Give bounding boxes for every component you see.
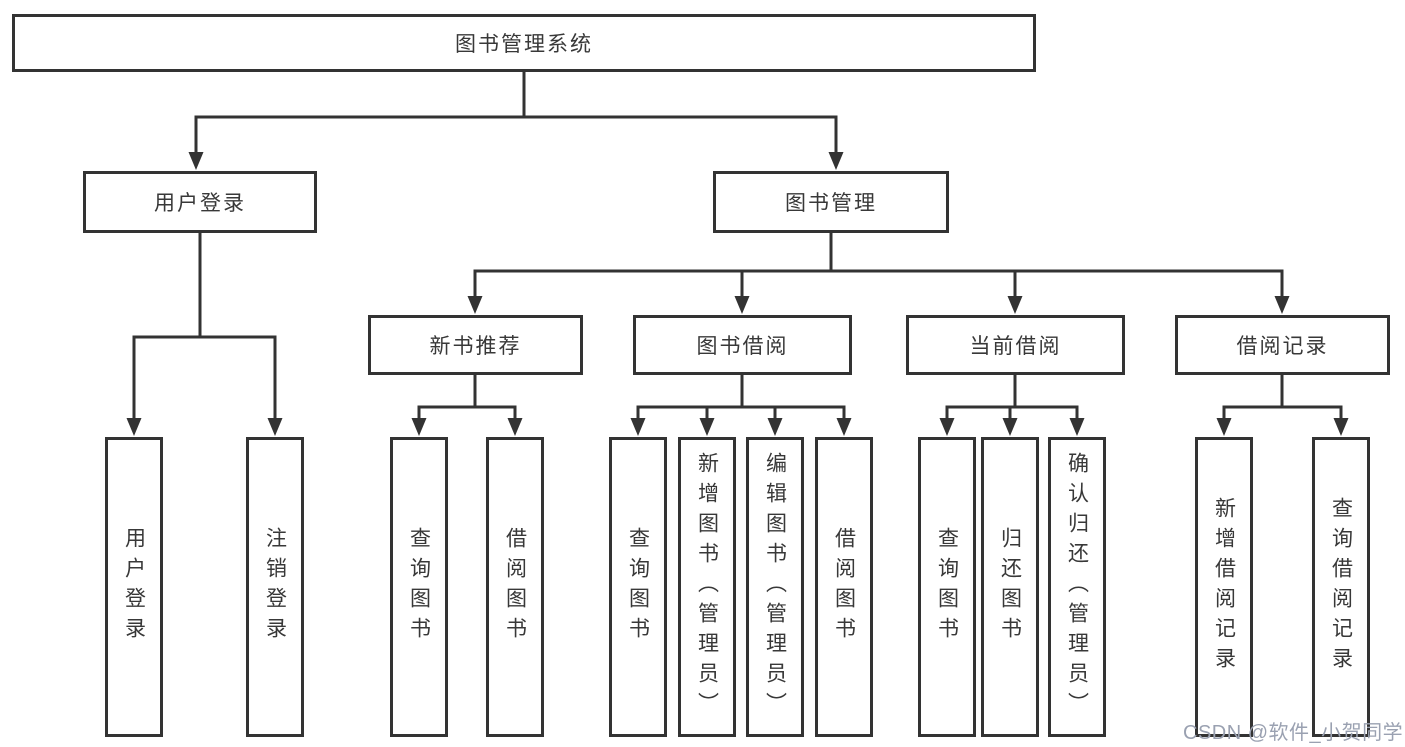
node-borrowing-records: 借阅记录 <box>1175 315 1390 375</box>
leaf-borrow-books-borrowing-label: 借阅图书 <box>832 527 856 647</box>
leaf-query-books-borrowing-label: 查询图书 <box>626 527 650 647</box>
leaf-add-borrow-record-label: 新增借阅记录 <box>1212 497 1236 677</box>
leaf-query-borrow-record: 查询借阅记录 <box>1312 437 1370 737</box>
leaf-query-books-current-label: 查询图书 <box>935 527 959 647</box>
leaf-edit-books-admin-label: 编辑图书（管理员） <box>763 452 787 722</box>
leaf-borrow-books-recommend: 借阅图书 <box>486 437 544 737</box>
leaf-add-books-admin-label: 新增图书（管理员） <box>695 452 719 722</box>
leaf-confirm-return-admin-label: 确认归还（管理员） <box>1065 452 1089 722</box>
node-user-login: 用户登录 <box>83 171 317 233</box>
leaf-query-books-recommend: 查询图书 <box>390 437 448 737</box>
leaf-query-books-borrowing: 查询图书 <box>609 437 667 737</box>
node-new-book-recommend: 新书推荐 <box>368 315 583 375</box>
leaf-user-login: 用户登录 <box>105 437 163 737</box>
node-root: 图书管理系统 <box>12 14 1036 72</box>
leaf-confirm-return-admin: 确认归还（管理员） <box>1048 437 1106 737</box>
leaf-borrow-books-borrowing: 借阅图书 <box>815 437 873 737</box>
node-book-borrowing: 图书借阅 <box>633 315 852 375</box>
leaf-return-books: 归还图书 <box>981 437 1039 737</box>
leaf-add-books-admin: 新增图书（管理员） <box>678 437 736 737</box>
leaf-return-books-label: 归还图书 <box>998 527 1022 647</box>
leaf-logout-login-label: 注销登录 <box>263 527 287 647</box>
leaf-query-books-recommend-label: 查询图书 <box>407 527 431 647</box>
leaf-add-borrow-record: 新增借阅记录 <box>1195 437 1253 737</box>
arrowheads <box>126 152 1349 436</box>
leaf-logout-login: 注销登录 <box>246 437 304 737</box>
leaf-user-login-label: 用户登录 <box>122 527 146 647</box>
leaf-query-books-current: 查询图书 <box>918 437 976 737</box>
leaf-query-borrow-record-label: 查询借阅记录 <box>1329 497 1353 677</box>
leaf-edit-books-admin: 编辑图书（管理员） <box>746 437 804 737</box>
watermark: CSDN @软件_小贺同学 <box>1183 722 1404 744</box>
node-book-management: 图书管理 <box>713 171 949 233</box>
leaf-borrow-books-recommend-label: 借阅图书 <box>503 527 527 647</box>
node-current-borrowing: 当前借阅 <box>906 315 1125 375</box>
